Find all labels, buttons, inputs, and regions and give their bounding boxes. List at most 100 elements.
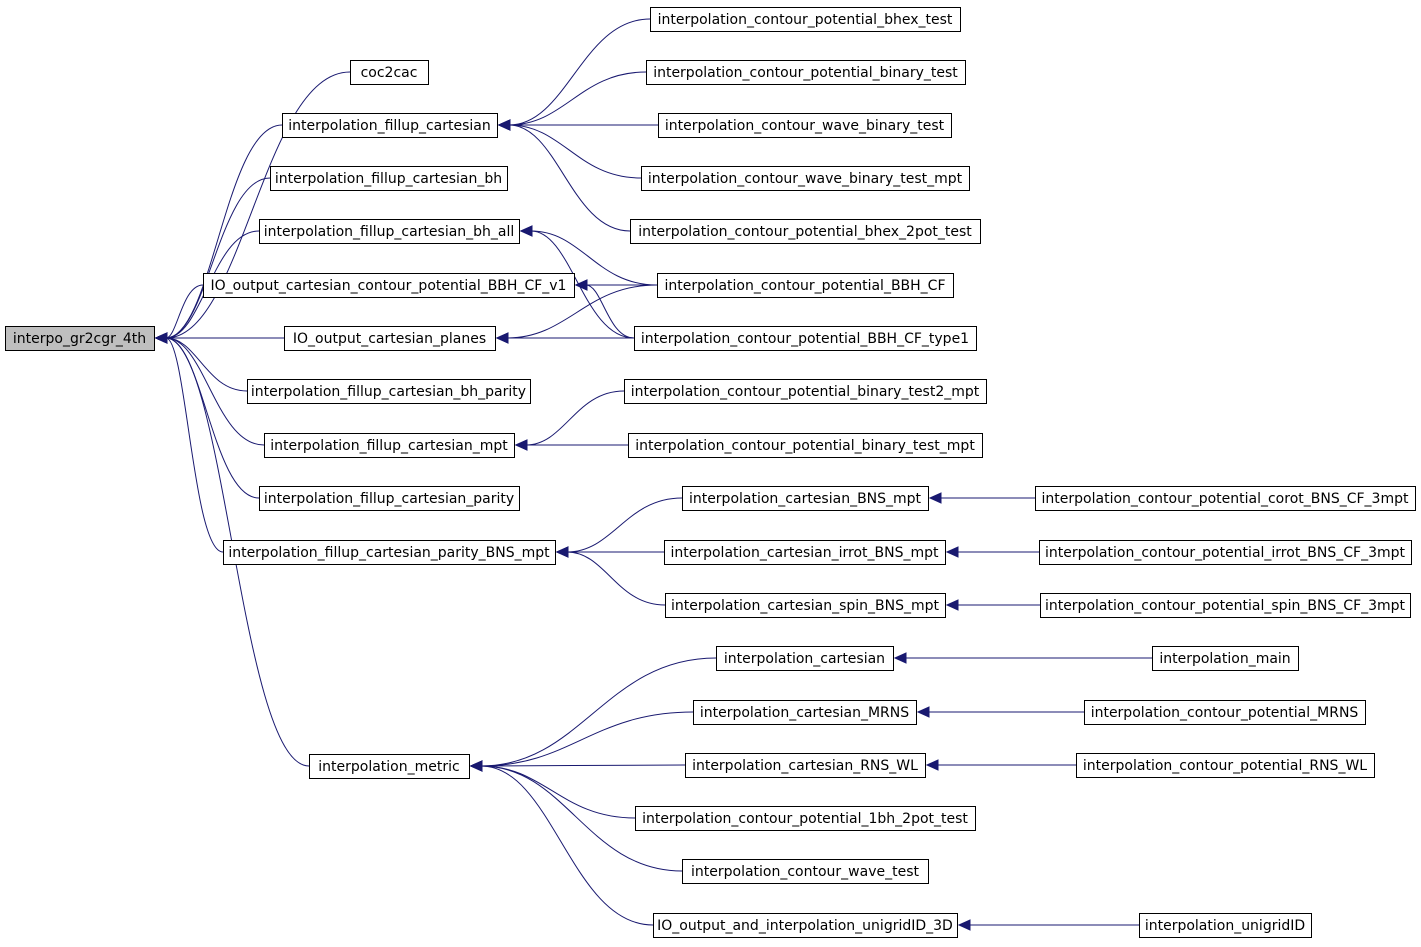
node-box[interactable] <box>259 219 520 244</box>
node-icpbin[interactable]: interpolation_contour_potential_binary_t… <box>646 60 966 85</box>
node-box[interactable] <box>650 7 961 32</box>
node-box[interactable] <box>284 326 496 351</box>
node-icwbinmpt[interactable]: interpolation_contour_wave_binary_test_m… <box>641 166 970 191</box>
edge-icpbhex-to-ifc <box>497 18 651 131</box>
node-box[interactable] <box>309 754 470 779</box>
node-box[interactable] <box>634 326 977 351</box>
node-box[interactable] <box>682 486 929 511</box>
node-box[interactable] <box>658 113 952 138</box>
node-label: interpolation_fillup_cartesian <box>288 118 491 134</box>
node-box[interactable] <box>5 326 155 351</box>
node-box[interactable] <box>259 486 520 511</box>
node-ifcpar[interactable]: interpolation_fillup_cartesian_parity <box>259 486 520 511</box>
node-icpirrot[interactable]: interpolation_contour_potential_irrot_BN… <box>1039 540 1412 565</box>
node-icpbin2mpt[interactable]: interpolation_contour_potential_binary_t… <box>624 379 987 404</box>
node-box[interactable] <box>350 60 429 85</box>
node-box[interactable] <box>1076 753 1375 778</box>
nodes-layer: interpo_gr2cgr_4th coc2cac interpolation_f… <box>5 7 1416 938</box>
node-box[interactable] <box>1035 486 1416 511</box>
node-icpbinmpt[interactable]: interpolation_contour_potential_binary_t… <box>628 433 983 458</box>
edges-layer <box>154 18 1152 931</box>
edge-line <box>508 18 651 126</box>
node-icpbhex2[interactable]: interpolation_contour_potential_bhex_2po… <box>630 219 981 244</box>
node-icspin[interactable]: interpolation_cartesian_spin_BNS_mpt <box>665 593 946 618</box>
node-box[interactable] <box>1139 913 1312 938</box>
node-box[interactable] <box>1040 593 1411 618</box>
node-box[interactable] <box>264 433 515 458</box>
node-box[interactable] <box>646 60 966 85</box>
node-label: interpolation_cartesian_MRNS <box>700 705 909 721</box>
edge-ifcpbns-to-root <box>154 332 224 553</box>
node-box[interactable] <box>653 913 958 938</box>
node-icpbbht1[interactable]: interpolation_contour_potential_BBH_CF_t… <box>634 326 977 351</box>
node-iocpl[interactable]: IO_output_cartesian_planes <box>284 326 496 351</box>
edge-icpbbht1-to-iocpl <box>495 332 635 344</box>
node-box[interactable] <box>630 219 981 244</box>
node-box[interactable] <box>624 379 987 404</box>
node-box[interactable] <box>247 379 531 404</box>
node-imain[interactable]: interpolation_main <box>1152 646 1299 671</box>
edge-arrowhead <box>519 225 533 237</box>
node-box[interactable] <box>664 540 946 565</box>
node-ifcbhp[interactable]: interpolation_fillup_cartesian_bh_parity <box>247 379 531 404</box>
edge-icrnswl-to-imetric <box>469 760 686 772</box>
node-ifcbh[interactable]: interpolation_fillup_cartesian_bh <box>270 166 508 191</box>
node-icirrot[interactable]: interpolation_cartesian_irrot_BNS_mpt <box>664 540 946 565</box>
node-label: interpolation_contour_potential_BBH_CF_t… <box>641 331 969 347</box>
node-box[interactable] <box>1084 700 1366 725</box>
node-box[interactable] <box>1152 646 1299 671</box>
node-imetric[interactable]: interpolation_metric <box>309 754 470 779</box>
node-coc2cac[interactable]: coc2cac <box>350 60 429 85</box>
node-label: interpo_gr2cgr_4th <box>13 331 146 347</box>
node-box[interactable] <box>657 273 954 298</box>
node-label: interpolation_cartesian_RNS_WL <box>692 758 918 774</box>
edge-icspin-to-ifcpbns <box>555 546 666 606</box>
node-box[interactable] <box>716 646 894 671</box>
node-icbnsmpt[interactable]: interpolation_cartesian_BNS_mpt <box>682 486 929 511</box>
node-root[interactable]: interpo_gr2cgr_4th <box>5 326 155 351</box>
edge-arrowhead <box>893 652 907 664</box>
edge-line <box>480 765 636 819</box>
node-box[interactable] <box>665 593 946 618</box>
node-box[interactable] <box>635 806 976 831</box>
node-ifcpbns[interactable]: interpolation_fillup_cartesian_parity_BN… <box>223 540 556 565</box>
node-icprnswl[interactable]: interpolation_contour_potential_RNS_WL <box>1076 753 1375 778</box>
node-ifcmpt[interactable]: interpolation_fillup_cartesian_mpt <box>264 433 515 458</box>
edge-arrowhead <box>945 546 959 558</box>
node-icpcorot[interactable]: interpolation_contour_potential_corot_BN… <box>1035 486 1416 511</box>
node-box[interactable] <box>693 700 917 725</box>
node-box[interactable] <box>628 433 983 458</box>
node-ifc[interactable]: interpolation_fillup_cartesian <box>282 113 498 138</box>
edge-icprnswl-to-icrnswl <box>925 759 1077 771</box>
node-icpbbh[interactable]: interpolation_contour_potential_BBH_CF <box>657 273 954 298</box>
node-ifcbhall[interactable]: interpolation_fillup_cartesian_bh_all <box>259 219 520 244</box>
edge-icpcorot-to-icbnsmpt <box>928 492 1035 504</box>
node-icwbin[interactable]: interpolation_contour_wave_binary_test <box>658 113 952 138</box>
node-label: IO_output_and_interpolation_unigridID_3D <box>657 918 953 934</box>
edge-ifcbhp-to-root <box>154 332 248 392</box>
node-box[interactable] <box>282 113 498 138</box>
edge-line <box>165 177 271 339</box>
node-box[interactable] <box>1039 540 1412 565</box>
node-box[interactable] <box>223 540 556 565</box>
node-ioaiu[interactable]: IO_output_and_interpolation_unigridID_3D <box>653 913 958 938</box>
node-label: coc2cac <box>361 65 418 81</box>
node-icmrns[interactable]: interpolation_cartesian_MRNS <box>693 700 917 725</box>
node-label: interpolation_metric <box>318 759 459 775</box>
node-iuid[interactable]: interpolation_unigridID <box>1139 913 1312 938</box>
node-icart[interactable]: interpolation_cartesian <box>716 646 894 671</box>
node-box[interactable] <box>641 166 970 191</box>
node-icrnswl[interactable]: interpolation_cartesian_RNS_WL <box>685 753 926 778</box>
node-box[interactable] <box>203 273 575 298</box>
node-icpspin[interactable]: interpolation_contour_potential_spin_BNS… <box>1040 593 1411 618</box>
edge-arrowhead <box>574 279 588 291</box>
node-box[interactable] <box>685 753 926 778</box>
node-box[interactable] <box>682 859 929 884</box>
node-icpmrns[interactable]: interpolation_contour_potential_MRNS <box>1084 700 1366 725</box>
node-icp1bh[interactable]: interpolation_contour_potential_1bh_2pot… <box>635 806 976 831</box>
edge-icpbin2mpt-to-ifcmpt <box>514 390 625 451</box>
node-box[interactable] <box>270 166 508 191</box>
node-icpbhex[interactable]: interpolation_contour_potential_bhex_tes… <box>650 7 961 32</box>
node-ioccp[interactable]: IO_output_cartesian_contour_potential_BB… <box>203 273 575 298</box>
node-icwave[interactable]: interpolation_contour_wave_test <box>682 859 929 884</box>
